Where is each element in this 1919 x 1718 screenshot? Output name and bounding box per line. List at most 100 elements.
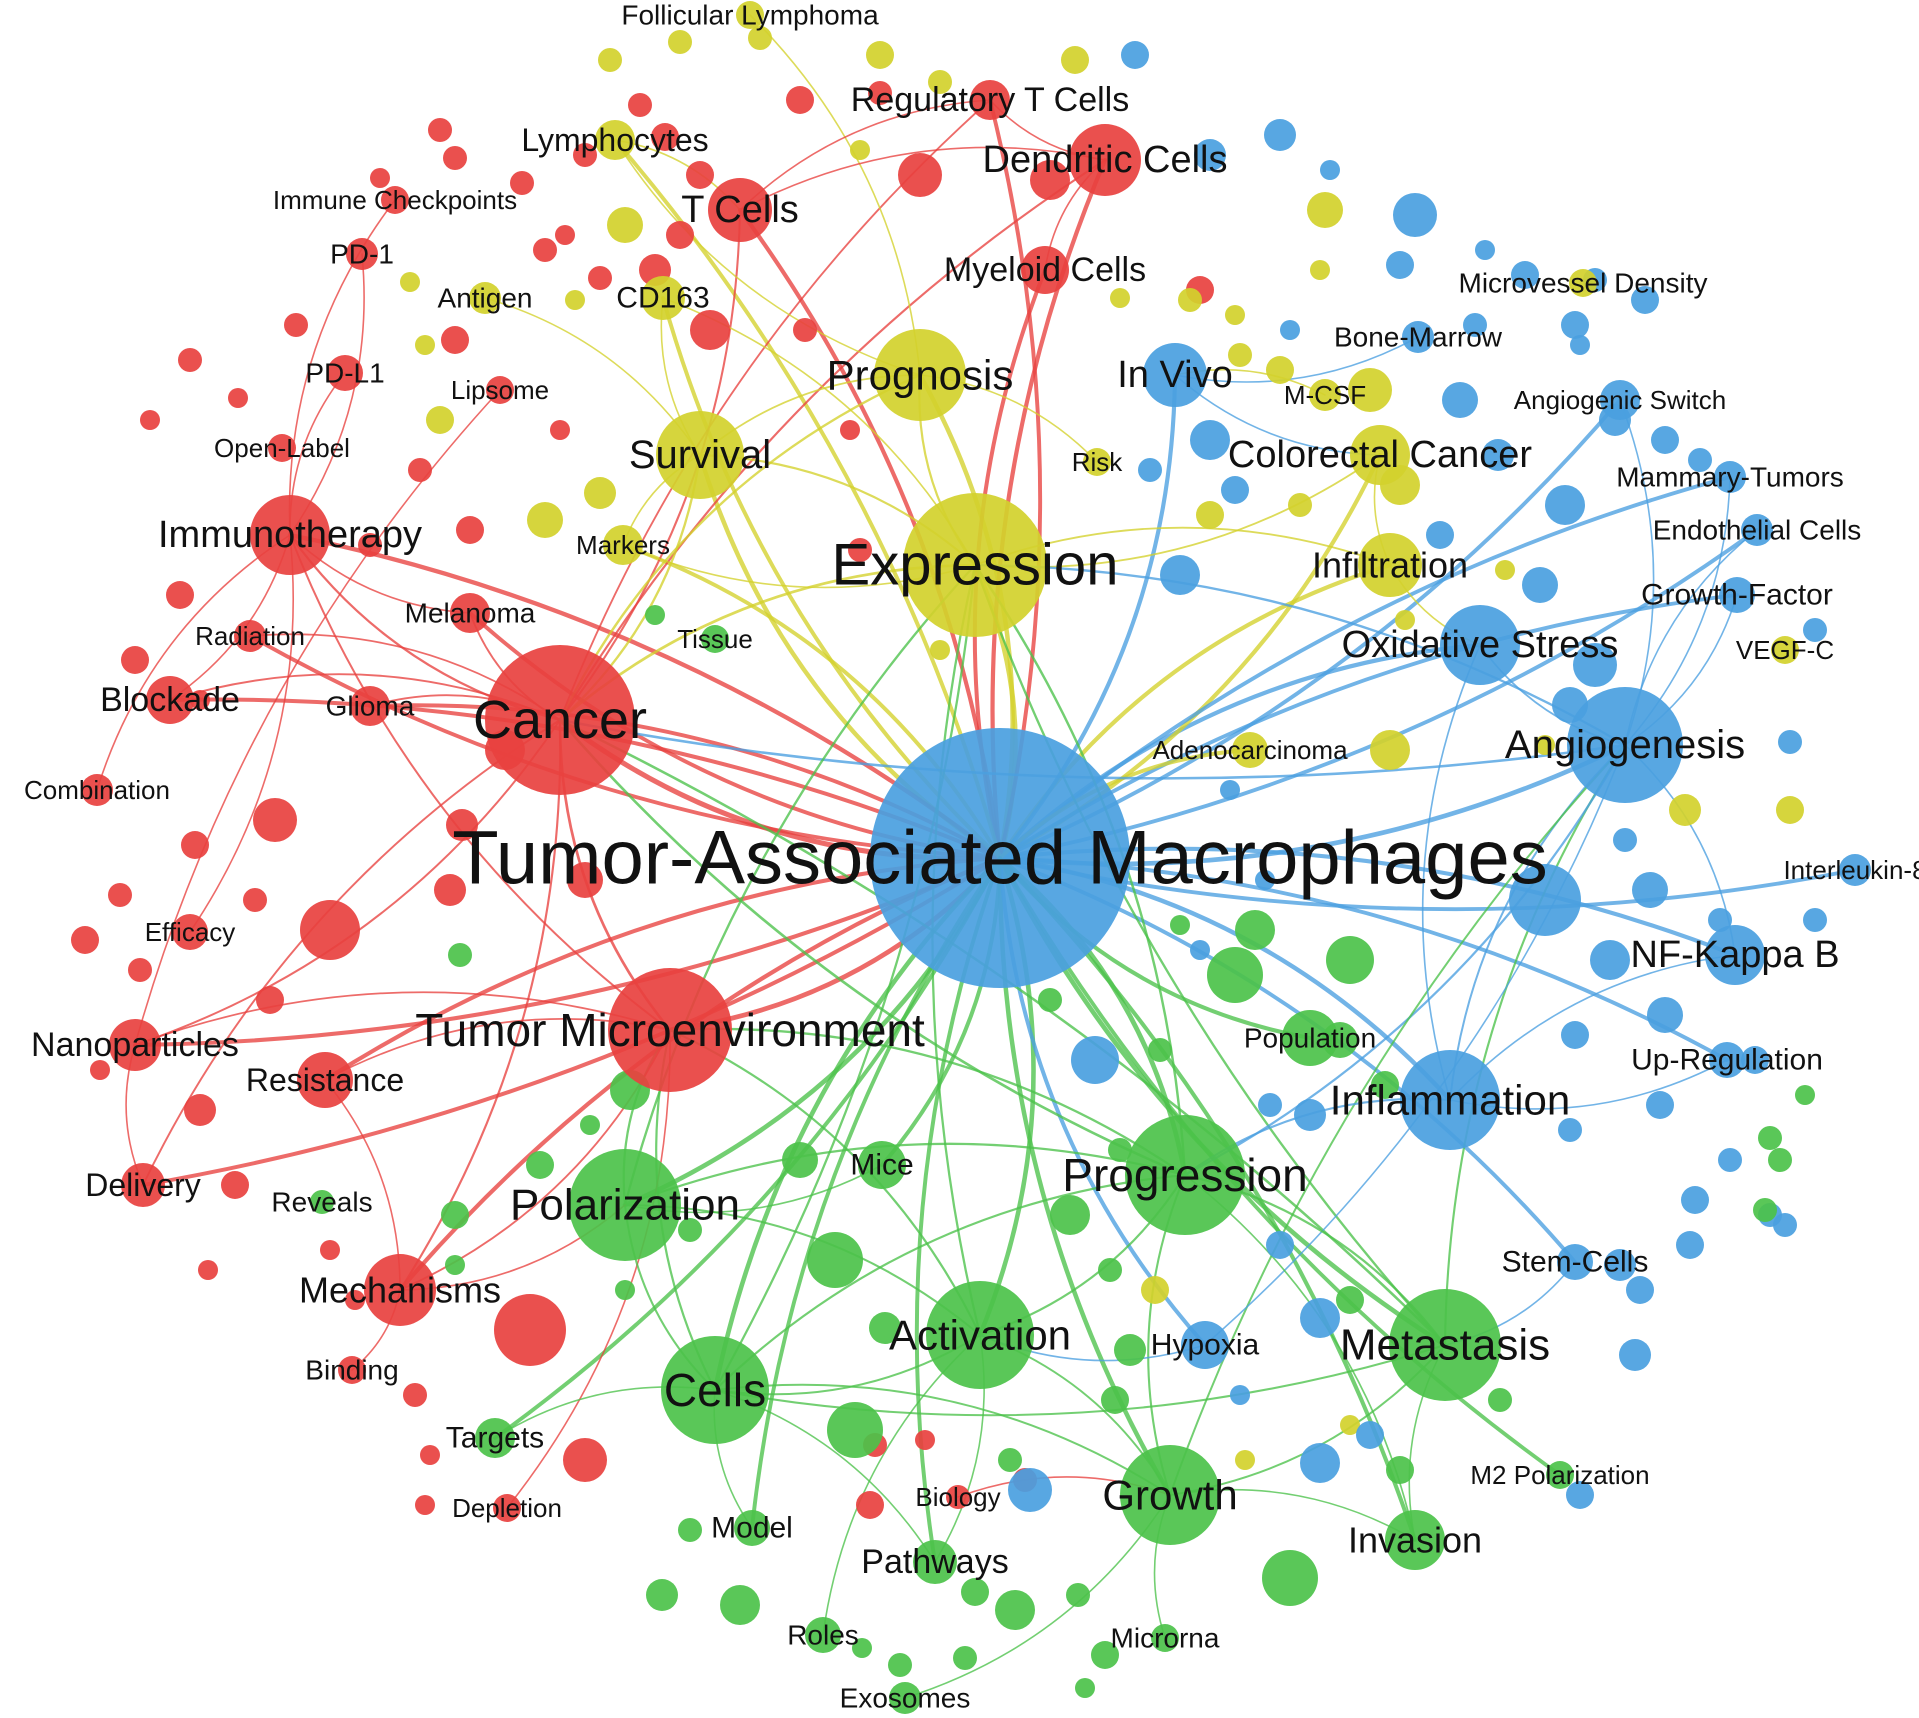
node-yellow-unlabeled-28 bbox=[1776, 796, 1804, 824]
node-blue-unlabeled-54 bbox=[1138, 458, 1162, 482]
node-pathways bbox=[913, 1540, 957, 1584]
node-yellow-unlabeled-8 bbox=[400, 272, 420, 292]
node-green-unlabeled-30 bbox=[852, 1638, 872, 1658]
label-tme: Tumor Microenvironment bbox=[415, 1004, 925, 1056]
node-green-unlabeled-18 bbox=[1170, 915, 1190, 935]
node-depletion bbox=[493, 1494, 521, 1522]
label-cd163: CD163 bbox=[616, 282, 709, 315]
node-red-unlabeled-4 bbox=[428, 118, 452, 142]
edge-tme-nanoparticles bbox=[134, 991, 671, 1046]
node-risk bbox=[1083, 448, 1111, 476]
label-markers: Markers bbox=[576, 530, 670, 560]
label-population: Population bbox=[1244, 1023, 1376, 1054]
node-red-unlabeled-18 bbox=[121, 646, 149, 674]
node-green-unlabeled-17 bbox=[1371, 1071, 1399, 1099]
node-blue-unlabeled-56 bbox=[1778, 730, 1802, 754]
node-green-unlabeled-28 bbox=[953, 1646, 977, 1670]
edge-tam-delivery bbox=[141, 856, 1002, 1187]
node-blue-unlabeled-34 bbox=[1676, 1231, 1704, 1259]
label-targets: Targets bbox=[446, 1422, 544, 1455]
node-red-unlabeled-46 bbox=[786, 86, 814, 114]
node-blue-unlabeled-59 bbox=[1220, 780, 1240, 800]
node-green-unlabeled-43 bbox=[678, 1218, 702, 1242]
label-bonemarrow: Bone-Marrow bbox=[1334, 322, 1503, 353]
label-oxidative: Oxidative Stress bbox=[1342, 624, 1619, 666]
node-mechanisms bbox=[364, 1254, 436, 1326]
node-blue-unlabeled-0 bbox=[1121, 41, 1149, 69]
label-nanoparticles: Nanoparticles bbox=[31, 1026, 239, 1064]
label-cells: Cells bbox=[664, 1364, 766, 1416]
node-green-unlabeled-38 bbox=[1795, 1085, 1815, 1105]
node-prognosis bbox=[874, 329, 966, 421]
label-inflammation: Inflammation bbox=[1330, 1077, 1570, 1124]
node-green-unlabeled-3 bbox=[445, 1255, 465, 1275]
edge-prognosis-follicular bbox=[749, 14, 921, 376]
node-red-unlabeled-35 bbox=[403, 1383, 427, 1407]
node-green-unlabeled-32 bbox=[1386, 1456, 1414, 1484]
node-green-unlabeled-20 bbox=[678, 1518, 702, 1542]
node-blue-unlabeled-32 bbox=[1718, 1148, 1742, 1172]
node-green-unlabeled-40 bbox=[1753, 1198, 1777, 1222]
node-blue-unlabeled-40 bbox=[1558, 1118, 1582, 1142]
node-red-unlabeled-26 bbox=[300, 900, 360, 960]
node-blue-unlabeled-46 bbox=[1356, 1421, 1384, 1449]
node-red-unlabeled-12 bbox=[228, 388, 248, 408]
node-red-unlabeled-40 bbox=[446, 809, 478, 841]
label-reveals: Reveals bbox=[271, 1187, 372, 1218]
node-yellow-unlabeled-30 bbox=[1141, 1276, 1169, 1304]
node-exosomes bbox=[889, 1682, 921, 1714]
node-bonemarrow bbox=[1402, 321, 1434, 353]
node-tme bbox=[608, 968, 732, 1092]
node-yellow-unlabeled-19 bbox=[1228, 343, 1252, 367]
node-adenocarcinoma bbox=[1232, 732, 1268, 768]
node-green-unlabeled-23 bbox=[961, 1578, 989, 1606]
node-markers bbox=[603, 525, 643, 565]
node-red-unlabeled-57 bbox=[915, 1430, 935, 1450]
node-green-unlabeled-34 bbox=[1336, 1286, 1364, 1314]
node-red-unlabeled-36 bbox=[420, 1445, 440, 1465]
label-dendritic: Dendritic Cells bbox=[983, 139, 1228, 181]
edge-angiogenesis-growth bbox=[1169, 744, 1626, 1496]
node-red-unlabeled-34 bbox=[345, 1290, 365, 1310]
node-regulatory bbox=[970, 80, 1010, 120]
node-blue-unlabeled-18 bbox=[1688, 448, 1712, 472]
node-yellow-unlabeled-6 bbox=[850, 140, 870, 160]
node-green-unlabeled-31 bbox=[1262, 1550, 1318, 1606]
node-green-unlabeled-12 bbox=[1114, 1334, 1146, 1366]
node-red-unlabeled-27 bbox=[434, 874, 466, 906]
node-cancer bbox=[485, 645, 635, 795]
label-interleukin8: Interleukin-8 bbox=[1783, 855, 1919, 885]
node-hypoxia bbox=[1181, 1321, 1229, 1369]
label-antigen: Antigen bbox=[438, 283, 533, 314]
node-invivo bbox=[1143, 343, 1207, 407]
node-metastasis bbox=[1389, 1289, 1501, 1401]
node-yellow-unlabeled-16 bbox=[1307, 192, 1343, 228]
edge-cancer-progression bbox=[558, 718, 1187, 1177]
node-vegfc bbox=[1771, 636, 1799, 664]
node-blue-unlabeled-44 bbox=[1300, 1298, 1340, 1338]
node-red-unlabeled-30 bbox=[90, 1060, 110, 1080]
node-cells bbox=[661, 1336, 769, 1444]
node-blue-unlabeled-36 bbox=[1604, 1249, 1636, 1281]
node-blue-unlabeled-50 bbox=[1160, 555, 1200, 595]
node-myeloid bbox=[1021, 246, 1069, 294]
node-blue-unlabeled-26 bbox=[1632, 872, 1668, 908]
label-resistance: Resistance bbox=[246, 1062, 404, 1098]
edge-progression-polarization bbox=[623, 1142, 1187, 1207]
node-green-unlabeled-9 bbox=[1050, 1195, 1090, 1235]
label-mice: Mice bbox=[850, 1149, 913, 1182]
label-openlabel: Open-Label bbox=[214, 433, 350, 463]
node-yellow-unlabeled-24 bbox=[1196, 501, 1224, 529]
node-activation bbox=[926, 1281, 1034, 1389]
node-lipsome bbox=[486, 376, 514, 404]
node-red-unlabeled-32 bbox=[198, 1260, 218, 1280]
node-blue-unlabeled-51 bbox=[1190, 420, 1230, 460]
node-population bbox=[1282, 1010, 1338, 1066]
node-interleukin8 bbox=[1839, 854, 1871, 886]
node-yellow-unlabeled-20 bbox=[1266, 356, 1294, 384]
label-colorectal: Colorectal Cancer bbox=[1228, 434, 1532, 476]
label-tissue: Tissue bbox=[677, 624, 753, 654]
node-dendritic bbox=[1069, 124, 1141, 196]
node-blue-unlabeled-5 bbox=[1386, 251, 1414, 279]
node-blue-unlabeled-31 bbox=[1681, 1186, 1709, 1214]
